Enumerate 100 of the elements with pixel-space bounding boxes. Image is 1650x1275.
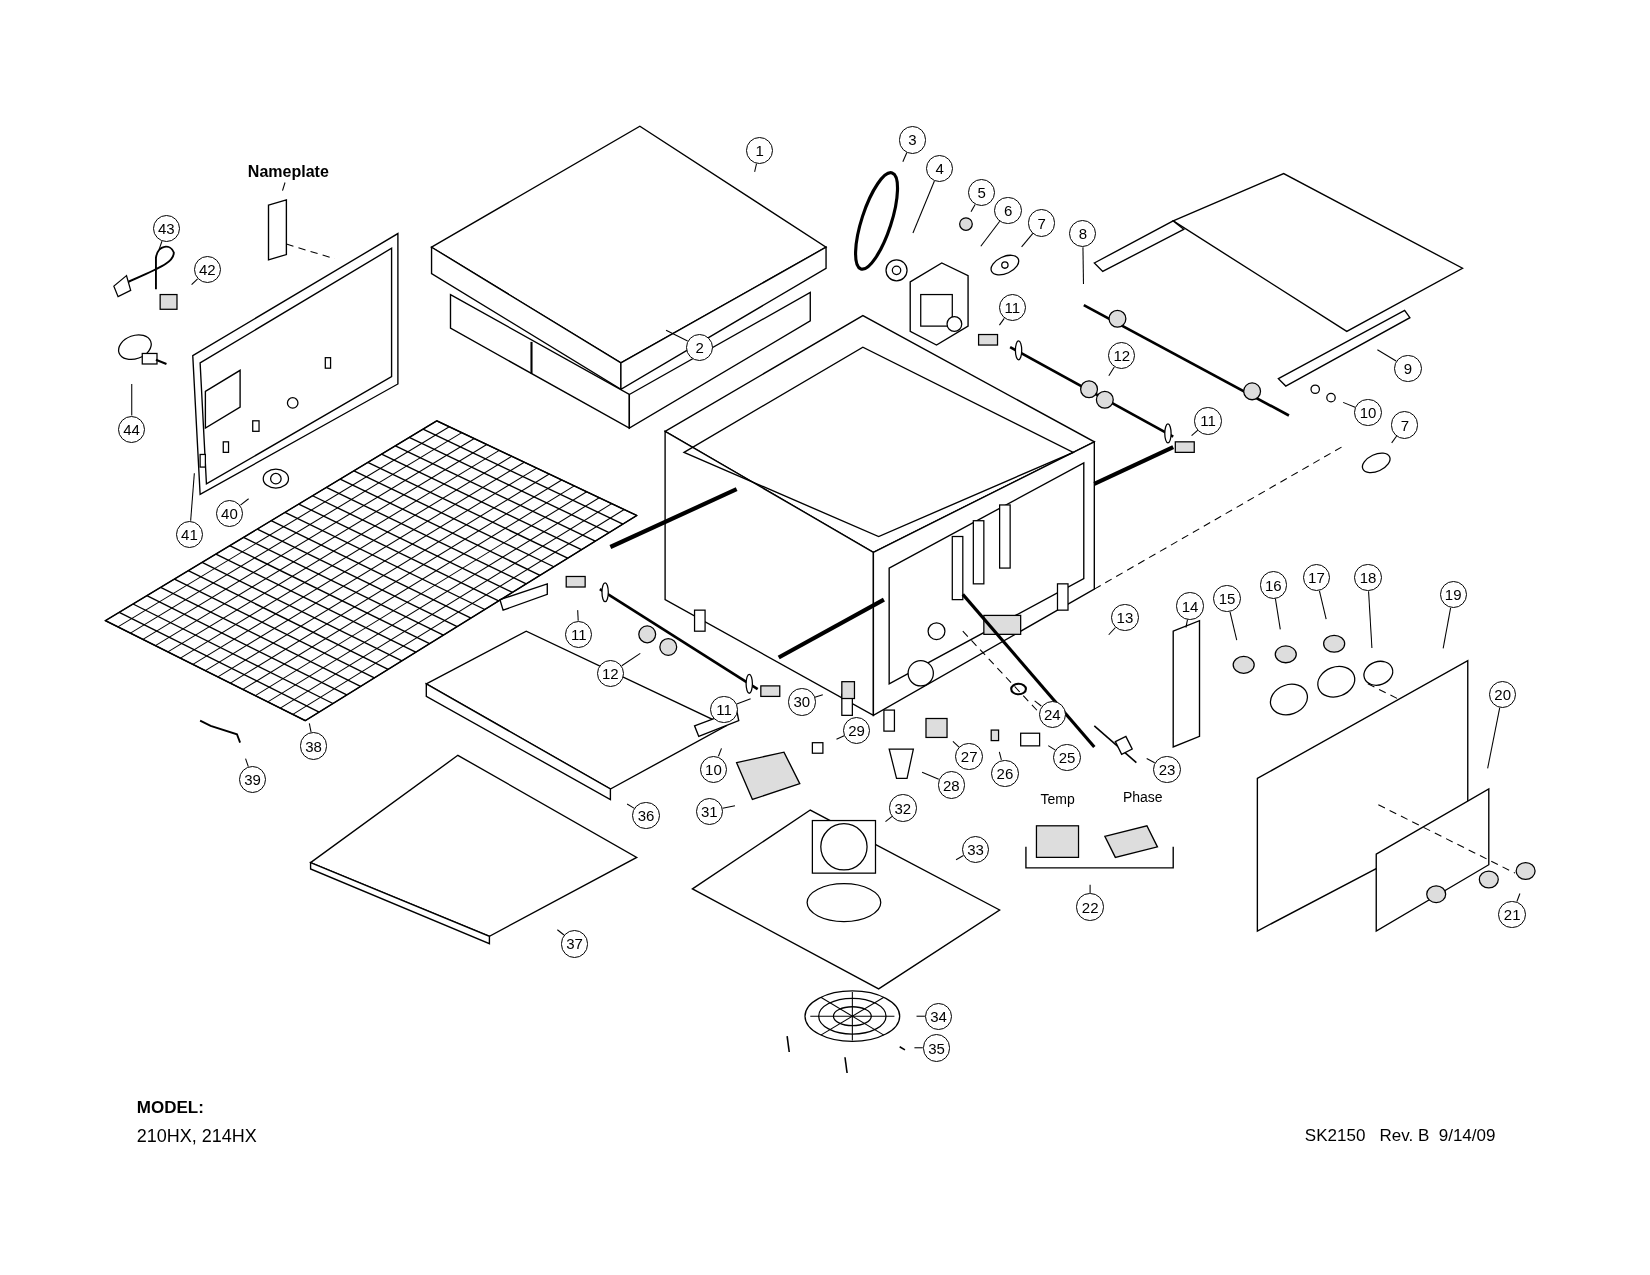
leader-line [308,722,312,733]
callout-number: 19 [1439,580,1467,609]
callout-number: 10 [1354,398,1382,427]
callout-number: 11 [710,695,738,723]
callout-number: 35 [922,1034,951,1062]
callout-number: 32 [889,794,917,822]
leader-line [902,151,908,163]
callout-number: 25 [1053,743,1081,772]
leader-line [717,747,722,757]
leader-line [916,1015,926,1017]
leader-line [1191,429,1199,437]
callout-number: 33 [961,835,990,863]
leader-line [980,220,1001,247]
callout-number: 11 [998,293,1026,321]
leader-line [245,758,249,768]
callout-number: 43 [152,214,180,242]
leader-line [998,751,1002,761]
leader-line [998,317,1005,326]
leader-line [281,182,286,192]
leader-line [1516,893,1521,902]
callout-number: 6 [994,196,1022,225]
leader-line [191,278,199,286]
leader-line [912,180,935,234]
callout-number: 29 [842,716,871,744]
leader-line [1229,611,1238,641]
callout-number: 11 [1194,407,1222,435]
leader-line [1047,745,1056,751]
model-label: MODEL: [136,1098,204,1119]
leader-line [1342,401,1356,408]
callout-number: 41 [175,520,204,549]
leader-line [1089,884,1091,894]
callout-number: 3 [898,126,926,154]
leader-line [665,329,689,342]
callout-number: 23 [1153,755,1181,783]
leader-line [239,498,250,506]
callout-number: 4 [926,154,954,183]
leader-line [1487,707,1501,769]
leader-line [621,652,641,667]
callout-number: 8 [1069,219,1097,248]
callout-number: 12 [1108,342,1136,370]
leader-line [814,694,824,698]
callout-number: 21 [1498,900,1526,929]
callout-number: 37 [560,930,589,958]
callout-number: 44 [117,415,146,443]
callout-number: 1 [746,136,774,165]
callout-number: 13 [1111,604,1139,632]
callout-number: 36 [632,801,660,830]
callout-number: 9 [1394,354,1422,382]
callout-number: 11 [565,620,593,649]
callout-number: 28 [937,771,965,799]
leader-line [955,855,964,861]
callout-number: 39 [238,766,267,794]
leader-line [835,735,845,740]
leader-line [1185,618,1189,629]
callout-number: 22 [1076,893,1104,921]
leader-line [913,1047,924,1049]
callout-number: 30 [788,688,816,716]
part-name: Phase [1122,788,1163,805]
leader-line [1442,607,1452,649]
leader-line [1021,232,1034,248]
leader-line [970,203,976,213]
model-number: 210HX, 214HX [136,1125,257,1147]
part-name: Nameplate [247,162,329,181]
leader-line [1376,349,1397,362]
callout-number: 16 [1259,571,1287,599]
callout-number: 40 [215,499,244,528]
callout-number: 20 [1489,680,1517,709]
leader-line [626,803,635,809]
leader-line [1391,435,1398,444]
leader-line [952,740,960,748]
leader-line [556,929,565,936]
callout-number: 7 [1391,411,1419,439]
leader-line [1368,590,1373,649]
leader-line [577,609,579,622]
leader-line [884,815,893,823]
callout-number: 27 [955,742,983,771]
leader-line [1108,366,1115,377]
callout-number: 17 [1302,564,1331,592]
callout-number: 34 [924,1002,953,1031]
callout-number: 5 [968,178,996,207]
leader-line [131,383,133,417]
leader-line [1082,246,1084,285]
leader-line [1146,758,1156,764]
callout-number: 15 [1213,585,1241,613]
callout-number: 14 [1176,592,1204,620]
callout-number: 42 [193,255,221,284]
leader-line [158,240,163,250]
leader-line [1318,590,1327,620]
leader-line [190,472,195,522]
callout-number: 24 [1038,700,1066,729]
leader-line [1034,700,1042,707]
leader-line [921,771,940,780]
callout-number: 26 [991,759,1019,788]
leader-line [1108,627,1116,636]
leader-line [1274,597,1281,630]
leader-line [722,805,736,809]
leader-line [754,163,758,173]
callout-number: 10 [699,755,728,783]
callout-number: 38 [299,732,328,760]
leader-line [736,698,752,705]
